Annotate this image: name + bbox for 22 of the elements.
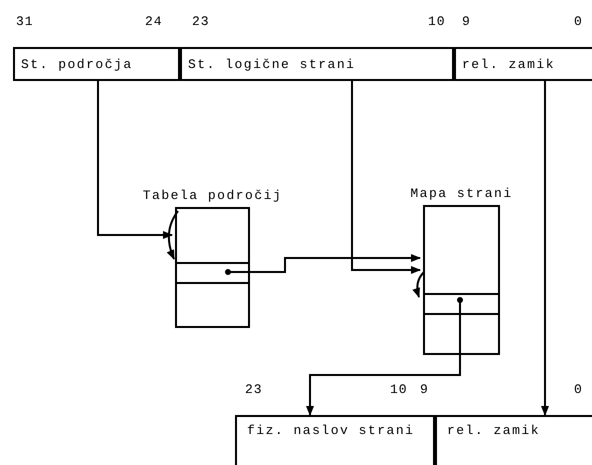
register-field: St. logične strani: [180, 47, 454, 81]
table-heading: Tabela področij: [142, 188, 282, 203]
register-field: rel. zamik: [435, 415, 592, 465]
arrow: [306, 297, 463, 416]
arrow: [225, 254, 421, 275]
bit-number: 31: [16, 14, 34, 29]
bit-number: 10: [390, 382, 408, 397]
bit-number: 10: [428, 14, 446, 29]
bit-number: 0: [574, 382, 583, 397]
register-field: fiz. naslov strani: [235, 415, 435, 465]
arrow: [351, 81, 421, 274]
bit-number: 24: [145, 14, 163, 29]
arrow: [97, 81, 173, 239]
bit-number: 23: [245, 382, 263, 397]
register-field: St. področja: [13, 47, 180, 81]
bit-number: 23: [192, 14, 210, 29]
bit-number: 9: [420, 382, 429, 397]
bit-number: 0: [574, 14, 583, 29]
table-heading: Mapa strani: [410, 186, 513, 201]
arrow: [541, 81, 549, 416]
bit-number: 9: [462, 14, 471, 29]
register-field: rel. zamik: [454, 47, 592, 81]
